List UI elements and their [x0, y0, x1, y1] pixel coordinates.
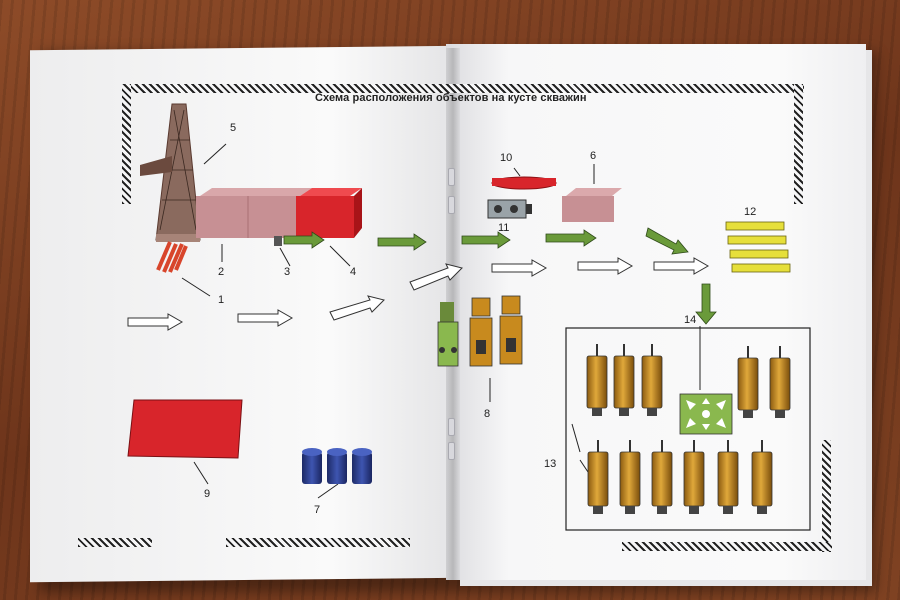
label-10: 10 [500, 152, 513, 164]
staple-lower [448, 418, 455, 436]
tank-bottom-4 [683, 440, 705, 514]
label-2: 2 [218, 266, 225, 278]
generator-unit [487, 199, 532, 219]
transport-trucks [437, 295, 523, 367]
staple-upper [448, 196, 455, 214]
tank-top-5 [769, 346, 791, 418]
yellow-pipe-stack [725, 221, 791, 273]
staple-bottom [448, 442, 455, 460]
label-7: 7 [314, 504, 321, 516]
border-hatch-bottom-left [78, 538, 152, 547]
label-11: 11 [498, 222, 510, 234]
label-1: 1 [218, 294, 225, 306]
label-13: 13 [544, 458, 557, 470]
border-hatch-bottom-right [622, 542, 832, 551]
pump-unit [274, 236, 282, 246]
pipe-rack [156, 241, 188, 273]
green-flow-arrows [283, 227, 717, 325]
red-trailer [491, 176, 557, 190]
label-14: 14 [684, 314, 697, 326]
label-6: 6 [590, 150, 597, 162]
drilling-block-module [196, 188, 312, 238]
tank-bottom-3 [651, 440, 673, 514]
border-hatch-right-top [794, 84, 803, 204]
diagram-title: Схема расположения объектов на кусте скв… [315, 92, 587, 104]
staple-top [448, 168, 455, 186]
label-8: 8 [484, 408, 491, 420]
tank-bottom-5 [717, 440, 739, 514]
border-hatch-right-bottom [822, 440, 831, 552]
label-5: 5 [230, 122, 237, 134]
tank-bottom-6 [751, 440, 773, 514]
border-hatch-left [122, 84, 131, 204]
outline-flow-arrows [127, 257, 710, 331]
blue-barrels [302, 448, 372, 484]
wellhead-tanks [586, 344, 791, 514]
border-hatch-bottom-mid [226, 538, 410, 547]
tank-top-2 [613, 344, 635, 416]
label-12: 12 [744, 206, 757, 218]
tank-bottom-1 [587, 440, 609, 514]
tank-top-4 [737, 346, 759, 418]
assembly-point-sign [679, 393, 733, 435]
label-3: 3 [284, 266, 291, 278]
tank-bottom-2 [619, 440, 641, 514]
border-hatch-top [122, 84, 804, 93]
red-sludge-pit [127, 399, 243, 459]
red-block-module [296, 188, 362, 238]
tank-top-1 [586, 344, 608, 416]
storage-block [562, 188, 622, 222]
drilling-rig-derrick [140, 103, 201, 242]
tank-top-3 [641, 344, 663, 416]
label-4: 4 [350, 266, 357, 278]
pointer-lines [181, 143, 701, 499]
label-9: 9 [204, 488, 211, 500]
wellhead-area-frame [565, 327, 811, 531]
